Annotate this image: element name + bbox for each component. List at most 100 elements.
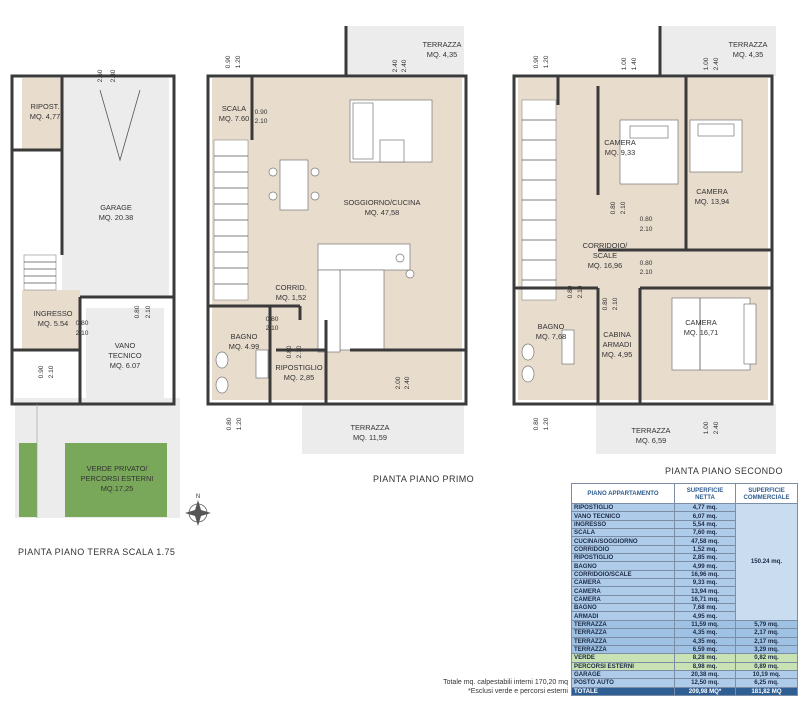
dimension-label: 0.80 [266,316,279,323]
ground-technical-floor [86,308,164,400]
row-commercial: 5,79 mq. [735,619,798,630]
table-row: RIPOSTIGLIO 4,77 mq. 150.24 mq. [571,502,798,621]
dimension-label: 2.10 [48,365,55,378]
room-name: BAGNO [538,322,565,331]
room-area: MQ. 5.54 [38,319,68,328]
row-net: 1,52 mq. [674,544,736,555]
room-name: TERRAZZA [422,40,461,49]
row-net: 16,96 mq. [674,569,736,580]
row-commercial: 2,17 mq. [735,636,798,646]
dimension-labels: 2.60 2.30 0.80 2.10 0.80 2.10 0.90 2.10 … [38,55,720,434]
header-apartment: PIANO APPARTAMENTO [571,483,675,504]
room-area: MQ. 7,68 [536,332,566,341]
row-net: 11,59 mq. [674,619,736,630]
room-name: PERCORSI ESTERNI [81,474,154,483]
dimension-label: 2.10 [76,330,89,337]
dimension-label: 1.20 [235,55,242,68]
first-dining-table [268,159,320,211]
first-bottom-terrace [302,404,464,454]
row-name: VERDE [571,653,675,663]
first-bathroom-fixtures [215,349,269,394]
dimension-label: 2.00 [395,376,402,389]
room-name: CABINA [603,330,631,339]
room-name: TERRAZZA [728,40,767,49]
room-area: MQ. 4,35 [733,50,763,59]
room-name: SOGGIORNO/CUCINA [344,198,421,207]
row-name: BAGNO [571,603,675,613]
ground-lawn-right [65,443,167,517]
floor-title-second: PIANTA PIANO SECONDO [665,466,783,476]
row-net: 2,85 mq. [674,553,736,563]
row-net: 7,60 mq. [674,528,736,538]
dimension-label: 0.80 [286,345,293,358]
dimension-label: 2.10 [255,118,268,125]
dimension-label: 2.10 [640,269,653,276]
room-area: MQ. 7.60 [219,114,249,123]
room-name: TECNICO [108,351,142,360]
room-area: MQ. 13,94 [695,197,730,206]
dimension-label: 0.80 [602,297,609,310]
dimension-label: 2.40 [713,421,720,434]
compass-star-icon [185,500,211,526]
dimension-label: 1.00 [621,57,628,70]
dimension-label: 0.80 [226,417,233,430]
room-name: TERRAZZA [631,426,670,435]
room-name: RIPOSTIGLIO [275,363,322,372]
dimension-label: 1.20 [543,417,550,430]
row-name: POSTO AUTO [571,678,675,688]
dimension-label: 0.90 [38,365,45,378]
row-name: CAMERA [571,578,675,588]
first-walls [206,26,468,406]
dimension-label: 2.40 [392,59,399,72]
row-name: RIPOSTIGLIO [571,553,675,563]
first-sofa [349,99,433,163]
room-name: TERRAZZA [350,423,389,432]
row-commercial: 6,25 mq. [735,678,798,688]
room-area: MQ. 16,71 [684,328,719,337]
dimension-label: 0.80 [76,320,89,327]
room-name: SCALE [593,251,617,260]
compass-north-label: N [196,494,200,500]
room-area: MQ. 2,85 [284,373,314,382]
walkable-area-note: Totale mq. calpestabili interni 170,20 m… [382,678,568,696]
dimension-label: 2.10 [640,226,653,233]
second-bottom-terrace [596,404,776,454]
dimension-label: 0.90 [225,55,232,68]
header-commercial-area: SUPERFICIE COMMERCIALE [735,483,798,504]
room-name: RIPOST. [31,102,60,111]
dimension-label: 2.10 [266,325,279,332]
interior-commercial-total: 150.24 mq. [735,503,798,621]
row-name: CAMERA [571,586,675,596]
row-name: BAGNO [571,561,675,571]
dimension-label: 0.90 [255,109,268,116]
room-area: MQ. 20.38 [99,213,134,222]
second-walls [512,26,774,406]
compass-rose: N [185,494,211,526]
row-name: CAMERA [571,594,675,605]
room-labels: RIPOST. MQ. 4,77 GARAGE MQ. 20.38 INGRES… [30,40,768,493]
dimension-label: 1.40 [631,57,638,70]
row-commercial: 10,19 mq. [735,669,798,680]
ground-garage-floor [62,78,169,297]
room-name: VANO [115,341,136,350]
second-bathroom-fixtures [521,329,575,383]
room-area: MQ. 4,77 [30,112,60,121]
first-floor-plan [206,26,468,454]
ground-floor-plan [10,74,180,518]
row-name: INGRESSO [571,519,675,530]
header-net-area: SUPERFICIE NETTA [674,483,736,504]
room-name: BAGNO [231,332,258,341]
row-name: VANO TECNICO [571,511,675,521]
ground-storage-floor [22,78,62,150]
ground-stair [23,254,57,291]
row-net: 4,95 mq. [674,611,736,621]
dimension-label: 0.80 [640,216,653,223]
total-label: TOTALE [571,686,675,696]
room-name: CAMERA [696,187,728,196]
room-area: MQ. 47,58 [365,208,400,217]
dimension-label: 0.80 [567,285,574,298]
